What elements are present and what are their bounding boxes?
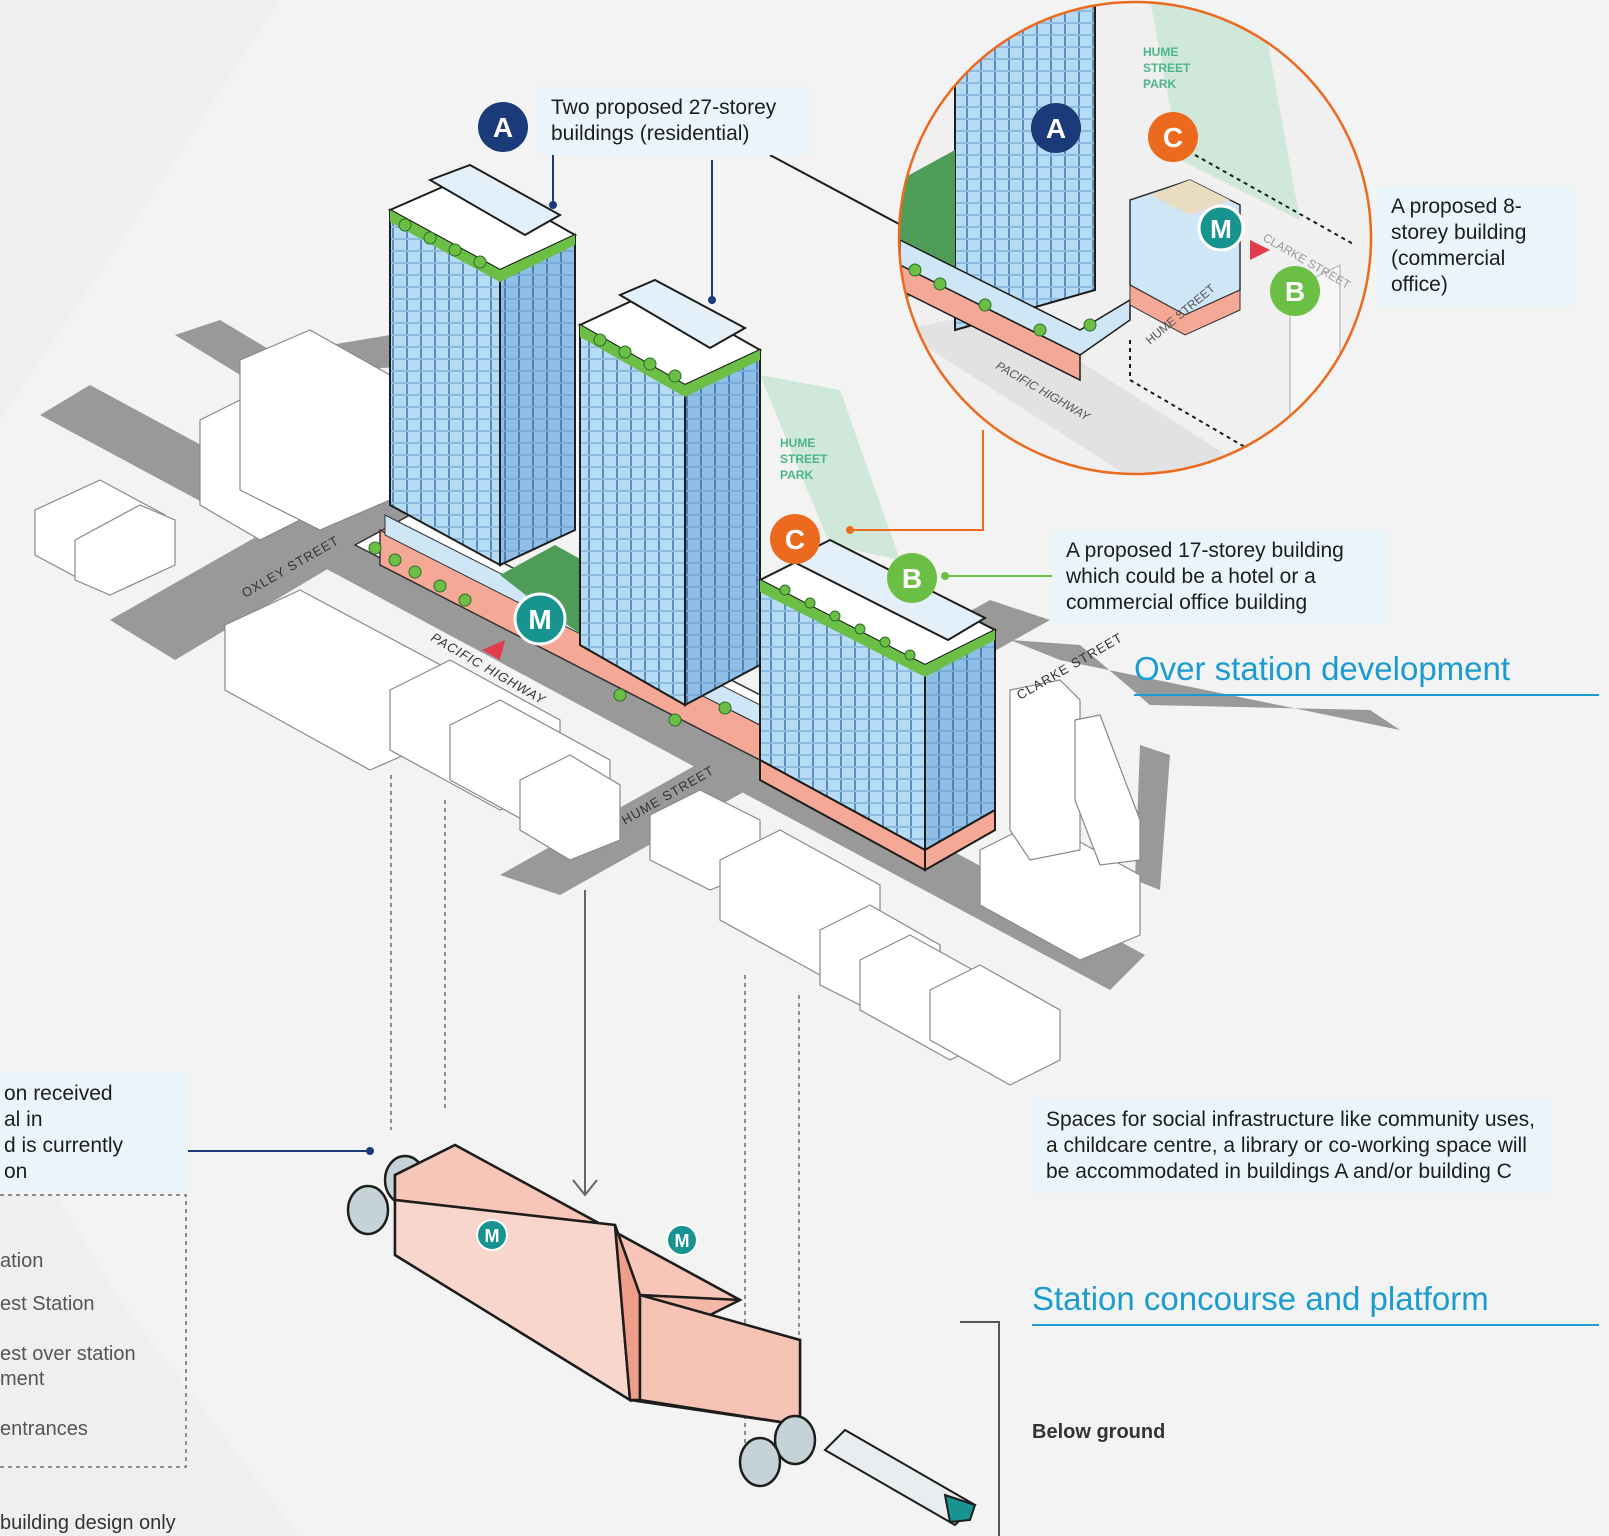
section-rule-over-station	[1134, 694, 1599, 696]
footnote: building design only	[0, 1512, 176, 1534]
legend-item-3a: est over station	[0, 1343, 136, 1365]
svg-text:B: B	[1285, 276, 1305, 307]
callout-left-line-3: d is currently	[4, 1134, 124, 1157]
callout-a-text: Two proposed 27-storey buildings (reside…	[537, 87, 809, 155]
legend-item-2: est Station	[0, 1293, 95, 1315]
callout-b-text: A proposed 17-storey building which coul…	[1052, 530, 1388, 624]
down-arrow	[572, 890, 598, 1197]
svg-text:M: M	[528, 604, 551, 635]
metro-icon-station-2: M	[666, 1224, 698, 1256]
metro-icon-zoom: M	[1197, 204, 1245, 252]
svg-text:HUME: HUME	[1143, 45, 1178, 59]
svg-text:M: M	[675, 1231, 690, 1251]
svg-text:STREET: STREET	[1143, 61, 1191, 75]
legend-item-1: ation	[0, 1250, 44, 1272]
svg-text:M: M	[485, 1226, 500, 1246]
leader-lines	[188, 154, 1055, 1155]
callout-left-text: on received al in d is currently on	[0, 1073, 188, 1193]
legend-item-4: entrances	[0, 1418, 88, 1440]
trees	[368, 218, 916, 727]
badge-c-main: C	[770, 514, 820, 564]
svg-text:C: C	[1163, 122, 1183, 153]
podium-garden	[500, 545, 600, 640]
section-heading-over-station: Over station development	[1134, 650, 1511, 687]
east-road	[1135, 745, 1170, 890]
metro-train	[823, 1428, 977, 1527]
badge-a-main: A	[478, 102, 528, 152]
entry-arrow-1	[482, 640, 505, 660]
below-ground-label: Below ground	[1032, 1421, 1166, 1443]
badge-b-zoom: B	[1270, 266, 1320, 316]
badge-a-zoom: A	[1031, 103, 1081, 153]
callout-social-text: Spaces for social infrastructure like co…	[1032, 1099, 1552, 1193]
callout-left-line-1: on received	[4, 1082, 113, 1105]
station-concourse	[346, 1143, 817, 1488]
section-rule-concourse	[1032, 1324, 1599, 1326]
tower-b	[757, 538, 998, 872]
svg-text:B: B	[902, 563, 922, 594]
metro-icon-main: M	[513, 592, 567, 646]
callout-left-line-4: on	[4, 1160, 28, 1183]
park-label-2: STREET	[780, 452, 828, 466]
zoom-inset: PACIFIC HIGHWAY HUME STREET CLARKE STREE…	[897, 0, 1373, 476]
park-label-1: HUME	[780, 436, 815, 450]
badge-c-zoom: C	[1148, 112, 1198, 162]
legend-item-3b: ment	[0, 1368, 45, 1390]
context-buildings	[34, 329, 1141, 1086]
badge-b-main: B	[887, 553, 937, 603]
section-heading-concourse: Station concourse and platform	[1032, 1280, 1489, 1317]
svg-text:A: A	[1046, 113, 1066, 144]
tower-a2	[577, 278, 763, 707]
svg-text:PARK: PARK	[1143, 77, 1176, 91]
park-label-3: PARK	[780, 468, 813, 482]
callout-left-line-2: al in	[4, 1108, 43, 1131]
svg-text:C: C	[785, 524, 805, 555]
clarke-street-road	[1010, 640, 1400, 730]
callout-c-text: A proposed 8-storey building (commercial…	[1377, 186, 1573, 306]
tower-a1	[387, 163, 578, 567]
svg-text:A: A	[493, 112, 513, 143]
hume-street-park	[760, 375, 900, 560]
concourse-bracket	[960, 1321, 1000, 1536]
metro-icon-station-1: M	[476, 1219, 508, 1251]
svg-text:M: M	[1210, 214, 1232, 244]
legend-frame	[0, 1194, 187, 1468]
